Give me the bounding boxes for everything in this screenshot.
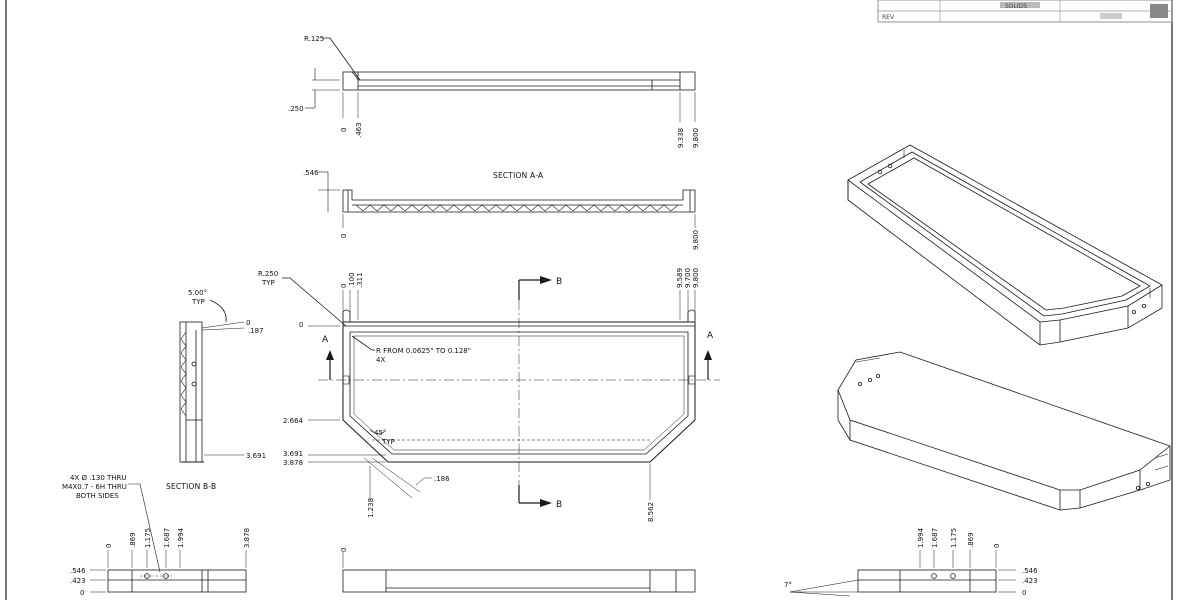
side-angle-typ: TYP <box>191 298 205 306</box>
section-aa-dim-0: 0 <box>340 234 348 238</box>
main-dim-1238: 1.238 <box>367 498 375 518</box>
left-end-view: 0 .869 1.175 1.687 1.994 3.878 .546 .423… <box>70 527 251 597</box>
title-block-text-2: REV <box>882 14 895 21</box>
left-end-dim-0: 0 <box>105 544 113 548</box>
main-top-dim-9800: 9.800 <box>692 268 700 288</box>
main-left-dim-0: 0 <box>299 321 303 329</box>
cut-plane-a-left: A <box>322 335 329 345</box>
left-end-dim-546: .546 <box>70 567 86 575</box>
section-bb-side-view: 5.00° TYP 0 .187 3.691 <box>179 289 266 463</box>
top-dim-9338: 9.338 <box>677 128 685 148</box>
cut-plane-a-right: A <box>707 331 714 341</box>
section-aa-title: SECTION A-A <box>493 171 544 180</box>
main-top-dim-9589: 9.589 <box>676 268 684 288</box>
cut-plane-b-bottom: B <box>556 500 562 510</box>
left-end-dim-1175: 1.175 <box>144 528 152 548</box>
right-end-dim-546: .546 <box>1022 567 1038 575</box>
main-left-dim-3691: 3.691 <box>283 450 303 458</box>
main-top-dim-100: .100 <box>348 272 356 288</box>
main-dim-8562: 8.562 <box>647 502 655 522</box>
section-bb-hatch <box>180 331 187 417</box>
left-end-dim-0-bottom: 0 <box>80 589 84 597</box>
main-top-dim-9700: 9.700 <box>684 268 692 288</box>
hole-note: 4X Ø .130 THRU M4X0.7 - 6H THRU BOTH SID… <box>62 474 161 573</box>
isometric-view-bottom <box>837 351 1171 511</box>
right-end-angle: 7° <box>784 581 792 589</box>
right-end-dim-0: 0 <box>993 544 1001 548</box>
top-view: R.125 .250 0 .463 9.338 9.800 <box>288 35 700 148</box>
hole-note-line-2: M4X0.7 - 6H THRU <box>62 483 127 491</box>
right-end-dim-1687: 1.687 <box>931 528 939 548</box>
title-block-text-1: SOLIDS <box>1005 3 1027 10</box>
left-end-dim-869: .869 <box>129 532 137 548</box>
top-dim-9800: 9.800 <box>692 128 700 148</box>
side-dim-0: 0 <box>246 319 250 327</box>
main-radius-typ: TYP <box>261 279 275 287</box>
fillet-note: R FROM 0.0625" TO 0.128" <box>376 347 471 355</box>
section-aa-view: SECTION A-A .546 0 9.800 <box>303 169 700 250</box>
front-bottom-view: 0 <box>340 548 696 593</box>
main-radius-label: R.250 <box>258 270 278 278</box>
hole-note-line-1: 4X Ø .130 THRU <box>70 474 127 482</box>
top-depth-label: .250 <box>288 105 304 113</box>
side-angle-label: 5.00° <box>188 289 207 297</box>
right-end-dim-423: .423 <box>1022 577 1038 585</box>
main-dim-186: .186 <box>434 475 450 483</box>
hole-note-line-3: BOTH SIDES <box>76 492 119 500</box>
section-aa-height: .546 <box>303 169 319 177</box>
side-dim-3691: 3.691 <box>246 452 266 460</box>
section-bb-title: SECTION B-B <box>166 482 216 491</box>
section-aa-hatch <box>355 204 679 212</box>
main-top-dim-0: 0 <box>340 284 348 288</box>
side-dim-187: .187 <box>248 327 264 335</box>
section-aa-dim-9800: 9.800 <box>692 230 700 250</box>
right-end-dim-1175: 1.175 <box>950 528 958 548</box>
title-block: SOLIDS REV <box>877 0 1173 23</box>
sheet-border <box>5 0 1173 600</box>
main-top-dim-311: .311 <box>356 272 364 288</box>
fillet-count: 4X <box>376 356 385 364</box>
right-end-dim-0-bottom: 0 <box>1022 589 1026 597</box>
left-end-dim-1687: 1.687 <box>163 528 171 548</box>
main-plan-view: A A B B R.250 TYP 0 .100 .311 9.589 9.70… <box>258 268 720 522</box>
chamfer-typ: TYP <box>381 438 395 446</box>
cut-plane-b-top: B <box>556 277 562 287</box>
main-left-dim-3878: 3.878 <box>283 459 303 467</box>
front-bottom-dim-0: 0 <box>340 548 348 552</box>
right-end-view: 1.994 1.687 1.175 .869 0 .546 .423 0 7° <box>784 527 1038 597</box>
chamfer-angle: 45° <box>374 429 386 437</box>
top-dim-463: .463 <box>355 122 363 138</box>
top-radius-label: R.125 <box>304 35 324 43</box>
right-end-dim-1994: 1.994 <box>917 527 925 548</box>
main-left-dim-2664: 2.664 <box>283 417 304 425</box>
isometric-view-top <box>847 144 1163 346</box>
left-end-dim-423: .423 <box>70 577 86 585</box>
left-end-dim-3878: 3.878 <box>243 528 251 548</box>
right-end-dim-869: .869 <box>967 532 975 548</box>
top-dim-0: 0 <box>340 128 348 132</box>
left-end-dim-1994: 1.994 <box>177 527 185 548</box>
